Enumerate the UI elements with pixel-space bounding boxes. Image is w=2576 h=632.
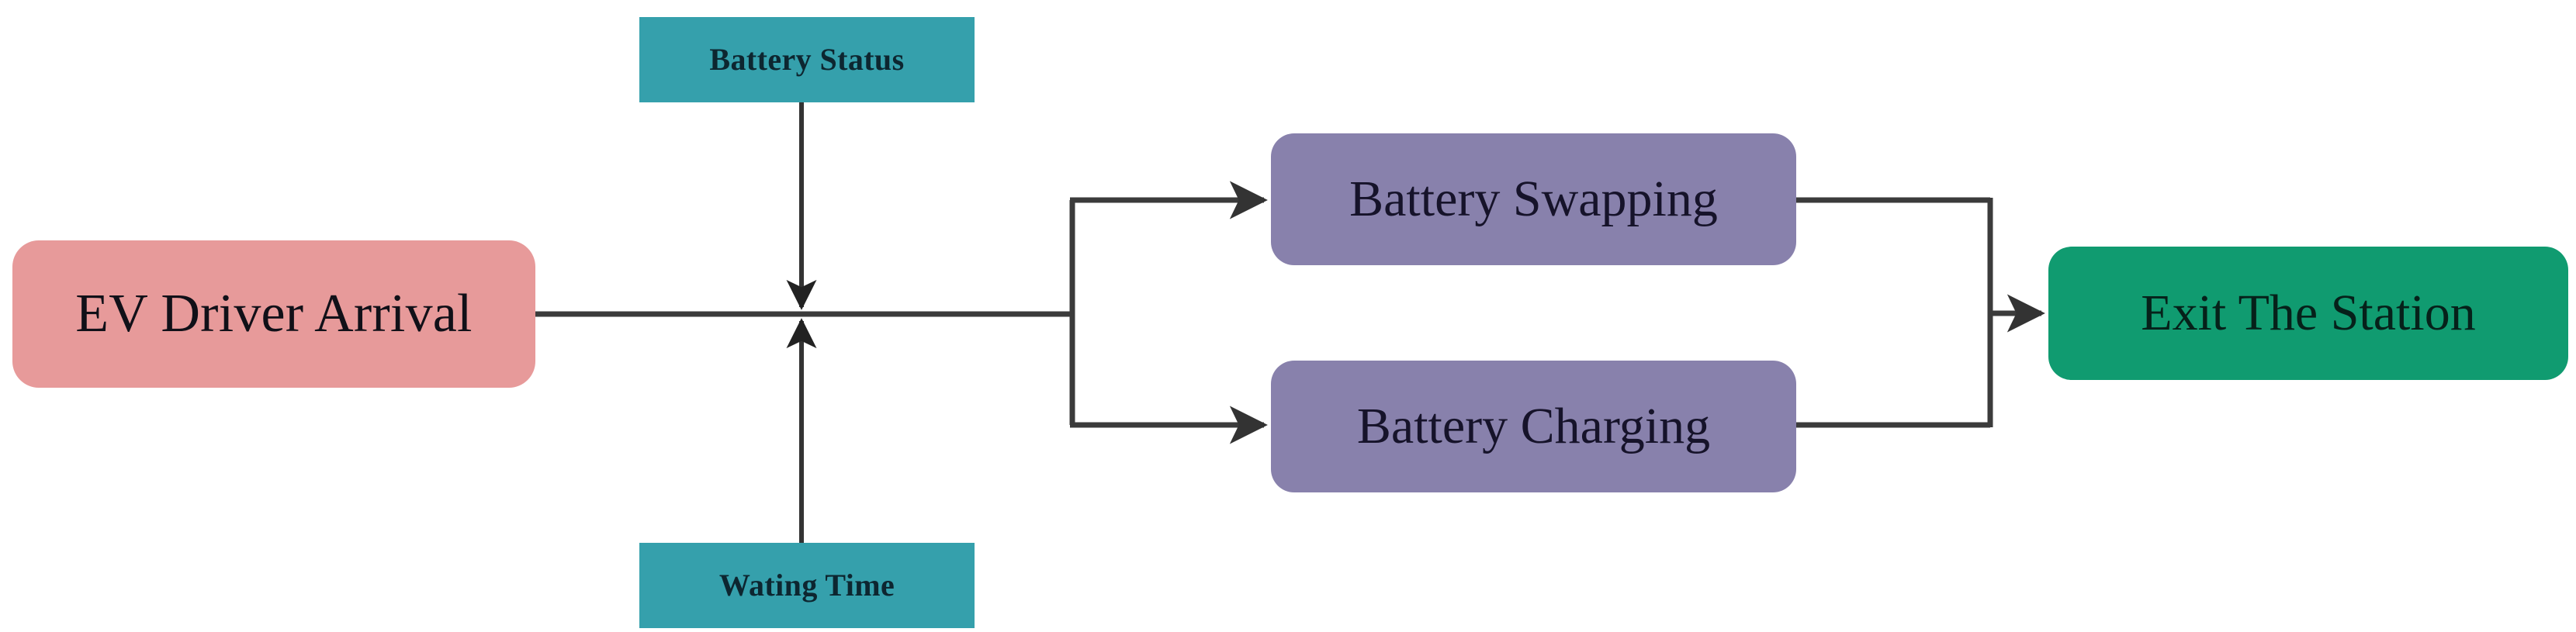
node-battery-swapping[interactable]: Battery Swapping [1271,133,1796,265]
node-battery-status[interactable]: Battery Status [639,17,975,102]
node-ev-driver-arrival-label: EV Driver Arrival [75,284,473,344]
node-battery-charging-label: Battery Charging [1356,398,1711,455]
node-battery-status-label: Battery Status [709,42,905,77]
node-exit-the-station[interactable]: Exit The Station [2048,247,2568,380]
node-wating-time-label: Wating Time [718,568,895,603]
node-ev-driver-arrival[interactable]: EV Driver Arrival [12,240,535,388]
node-wating-time[interactable]: Wating Time [639,543,975,628]
node-battery-charging[interactable]: Battery Charging [1271,361,1796,492]
node-battery-swapping-label: Battery Swapping [1349,171,1718,228]
node-exit-the-station-label: Exit The Station [2141,285,2476,342]
